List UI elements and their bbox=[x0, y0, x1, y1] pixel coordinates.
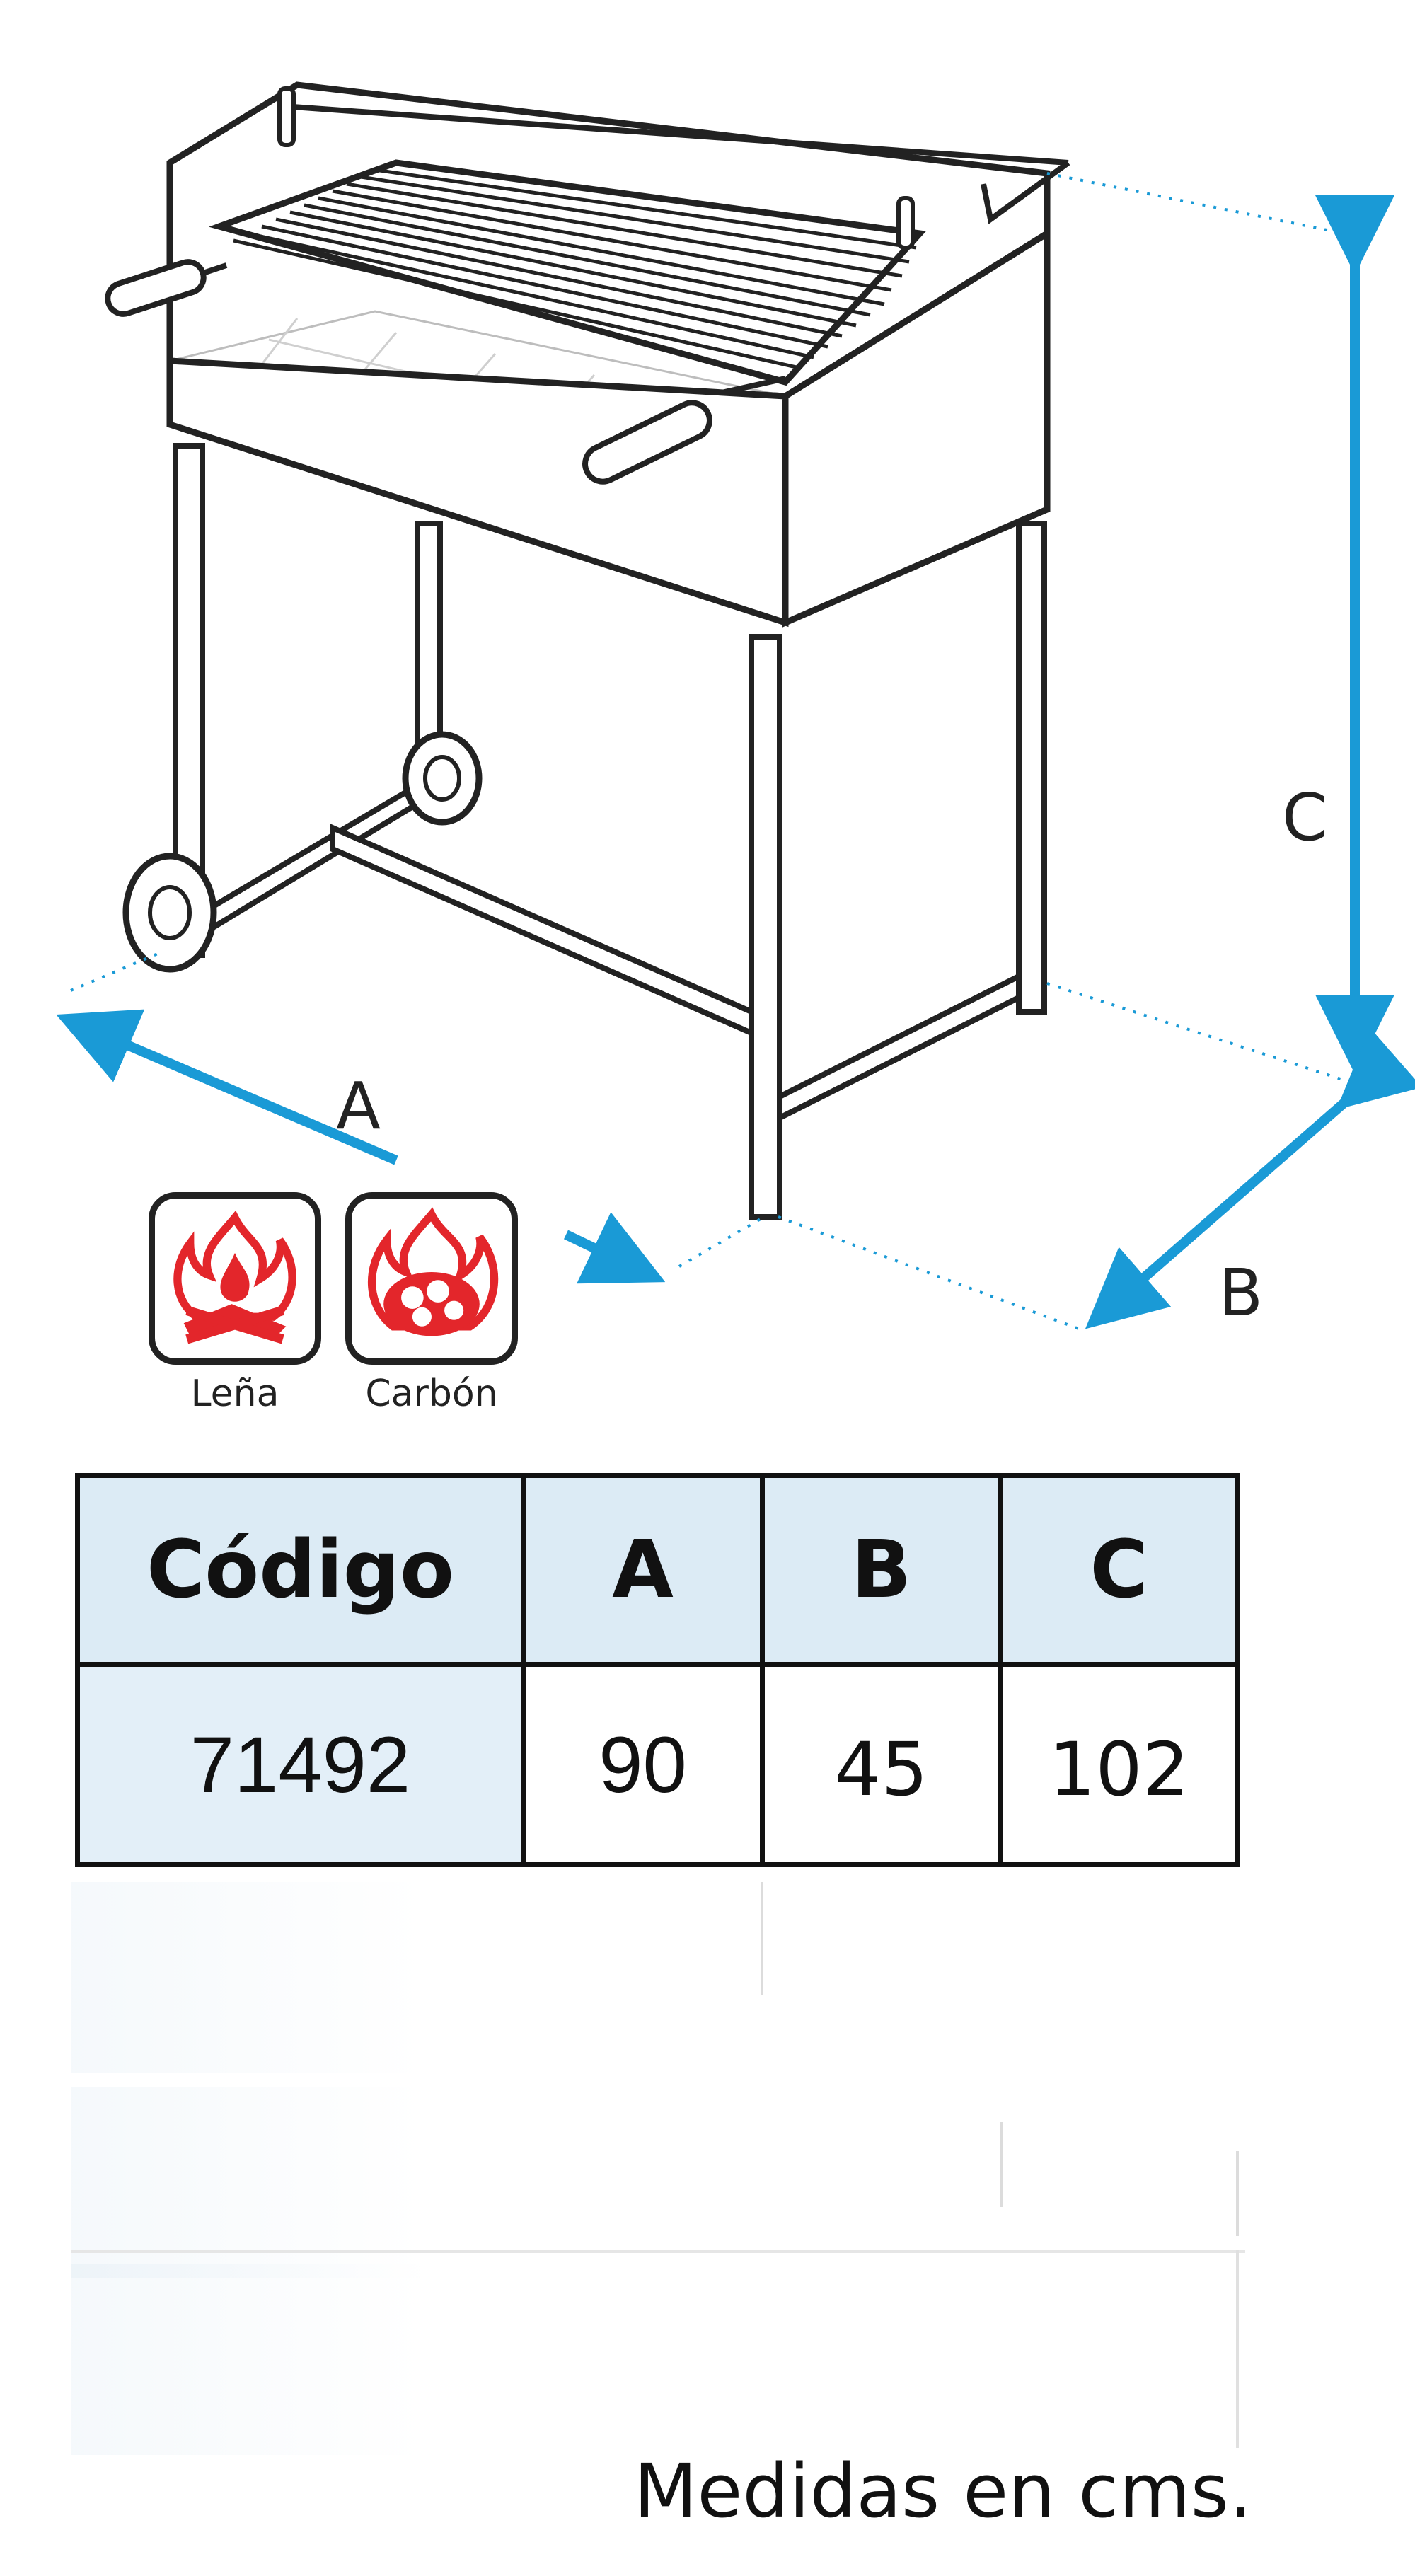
header-c: C bbox=[998, 1473, 1240, 1667]
dimension-arrow-b bbox=[1085, 1027, 1415, 1329]
dimension-arrow-a-right bbox=[563, 1212, 666, 1284]
erased-table-area bbox=[71, 1854, 1245, 2455]
cell-code: 71492 bbox=[75, 1662, 526, 1867]
header-code: Código bbox=[75, 1473, 526, 1667]
header-a: A bbox=[521, 1473, 765, 1667]
cell-b: 45 bbox=[760, 1662, 1003, 1867]
header-b: B bbox=[760, 1473, 1003, 1667]
stand-legs bbox=[173, 443, 1047, 1220]
crank-rod bbox=[282, 103, 1069, 166]
barbecue-illustration bbox=[56, 81, 1415, 1332]
measurement-note: Medidas en cms. bbox=[633, 2448, 1252, 2534]
grill-grate bbox=[209, 159, 927, 386]
grate-handle-left bbox=[105, 259, 228, 317]
table-row: 71492 90 45 102 bbox=[75, 1662, 1240, 1867]
firewood-flame-icon bbox=[149, 1192, 321, 1365]
wheel-back bbox=[402, 731, 483, 826]
dimensions-table: Código A B C 71492 90 45 102 bbox=[75, 1473, 1240, 1867]
wheel-front bbox=[122, 853, 217, 973]
charcoal-flame-icon bbox=[345, 1192, 518, 1365]
cell-c: 102 bbox=[998, 1662, 1240, 1867]
dimension-label-a: A bbox=[336, 1068, 381, 1144]
charcoal-label: Carbón bbox=[365, 1373, 498, 1415]
dimension-arrow-a-left bbox=[56, 1009, 398, 1165]
firewood-label: Leña bbox=[190, 1373, 279, 1415]
cell-a: 90 bbox=[521, 1662, 765, 1867]
dimension-label-b: B bbox=[1218, 1255, 1264, 1331]
grate-handle-right bbox=[582, 376, 786, 485]
table-header-row: Código A B C bbox=[75, 1473, 1240, 1667]
dimension-label-c: C bbox=[1282, 780, 1328, 855]
